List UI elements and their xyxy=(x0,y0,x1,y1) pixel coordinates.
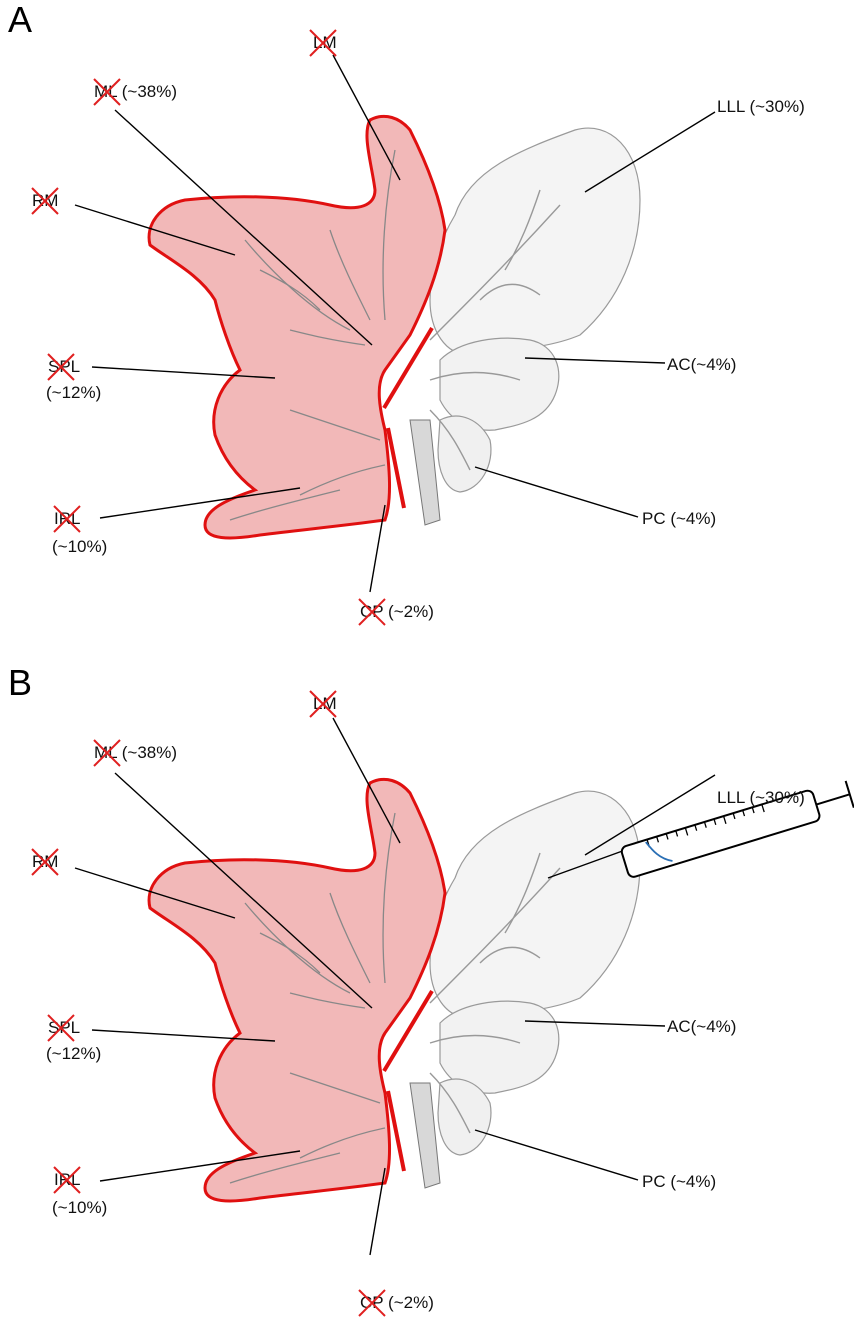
label-cp-pct: (~2%) xyxy=(388,602,434,621)
panel-letter: B xyxy=(8,665,32,701)
excised-cross-ml xyxy=(92,77,122,107)
label-spl-pct: (~12%) xyxy=(46,383,101,403)
label-pc: PC (~4%) xyxy=(642,509,716,529)
excised-cross-cp xyxy=(357,597,387,627)
panel-letter: A xyxy=(8,2,32,38)
resected-lobes xyxy=(149,779,445,1201)
vena-cava xyxy=(410,420,440,525)
label-lll: LLL (~30%) xyxy=(717,788,805,808)
excised-cross-lm xyxy=(308,28,338,58)
label-ac: AC(~4%) xyxy=(667,355,736,375)
label-spl-pct-text: (~12%) xyxy=(46,1044,101,1063)
resected-lobes xyxy=(149,116,445,538)
excised-cross-spl xyxy=(46,1013,76,1043)
lll-lobe xyxy=(430,791,640,1018)
lll-lobe xyxy=(430,128,640,355)
panel-b: B LM ML (~38%) RM SPL (~12%) IRL (~10%) … xyxy=(0,663,854,1326)
label-pc: PC (~4%) xyxy=(642,1172,716,1192)
panel-a: A LM ML (~38%) RM SPL (~12%) IRL (~10%) … xyxy=(0,0,854,663)
excised-cross-rm xyxy=(30,186,60,216)
excised-cross-irl xyxy=(52,1165,82,1195)
vena-cava xyxy=(410,1083,440,1188)
excised-cross-ml xyxy=(92,738,122,768)
excised-cross-spl xyxy=(46,352,76,382)
label-irl-pct: (~10%) xyxy=(52,1198,107,1218)
label-ac: AC(~4%) xyxy=(667,1017,736,1037)
label-lll: LLL (~30%) xyxy=(717,97,805,117)
excised-cross-lm xyxy=(308,689,338,719)
label-irl-pct-text: (~10%) xyxy=(52,537,107,556)
label-irl-pct: (~10%) xyxy=(52,537,107,557)
label-spl-pct-text: (~12%) xyxy=(46,383,101,402)
label-ml-pct: (~38%) xyxy=(122,82,177,101)
excised-cross-rm xyxy=(30,847,60,877)
label-ml-pct: (~38%) xyxy=(122,743,177,762)
label-cp-pct: (~2%) xyxy=(388,1293,434,1312)
label-irl-pct-text: (~10%) xyxy=(52,1198,107,1217)
excised-cross-irl xyxy=(52,504,82,534)
label-spl-pct: (~12%) xyxy=(46,1044,101,1064)
excised-cross-cp xyxy=(357,1288,387,1318)
